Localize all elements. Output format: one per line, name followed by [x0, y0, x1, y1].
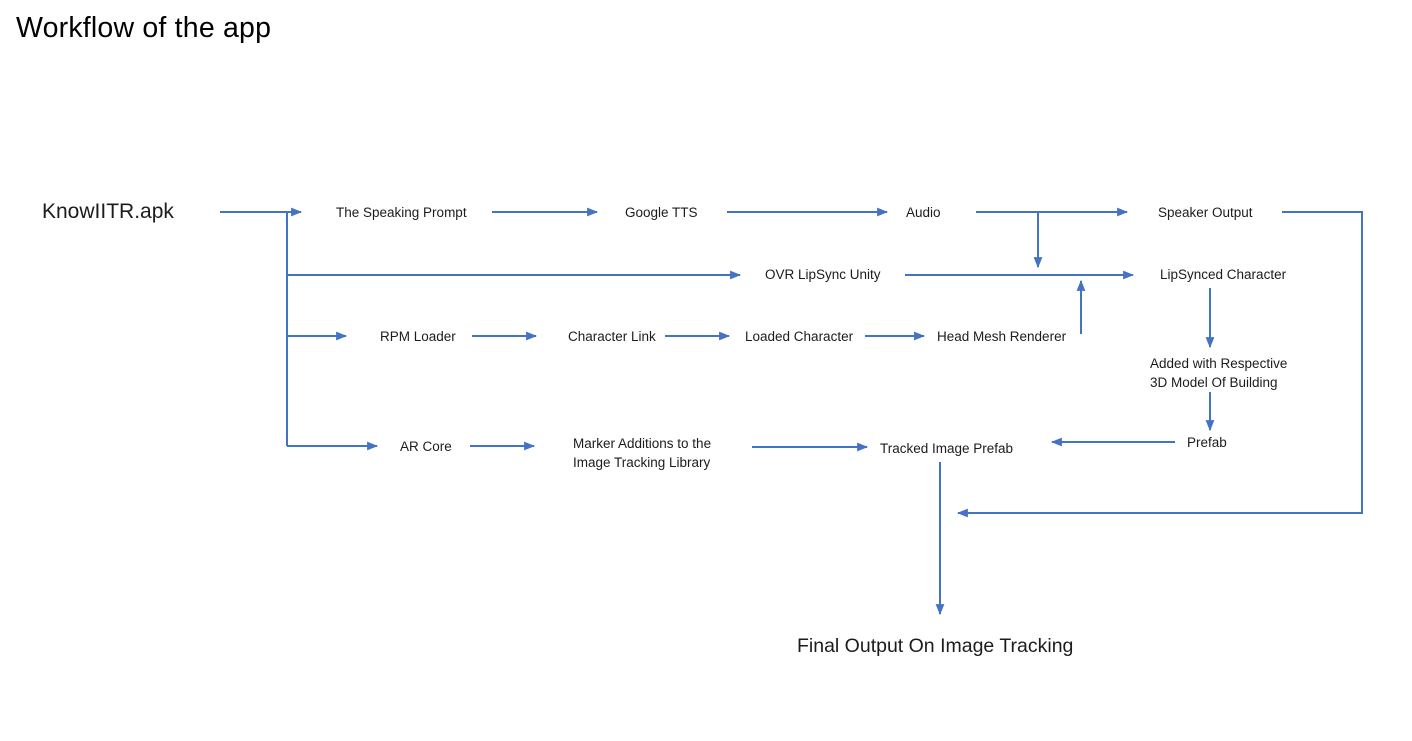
node-google-tts: Google TTS: [625, 205, 698, 220]
node-ovr-lipsync-unity: OVR LipSync Unity: [765, 267, 881, 282]
node-marker-additions: Marker Additions to the Image Tracking L…: [573, 434, 711, 472]
node-lipsynced-character: LipSynced Character: [1160, 267, 1287, 282]
node-added-3d-model-line1: Added with Respective: [1150, 356, 1288, 371]
node-character-link: Character Link: [568, 329, 656, 344]
node-ar-core: AR Core: [400, 439, 452, 454]
node-audio: Audio: [906, 205, 941, 220]
node-tracked-image-prefab: Tracked Image Prefab: [880, 441, 1014, 456]
node-marker-additions-line1: Marker Additions to the: [573, 436, 712, 451]
node-speaking-prompt: The Speaking Prompt: [336, 205, 467, 220]
connector-speaker-loop: [956, 211, 1363, 518]
node-prefab: Prefab: [1187, 435, 1227, 450]
node-speaker-output: Speaker Output: [1158, 205, 1253, 220]
node-rpm-loader: RPM Loader: [380, 329, 456, 344]
page-title: Workflow of the app: [16, 12, 272, 44]
node-loaded-character: Loaded Character: [745, 329, 854, 344]
node-final-output: Final Output On Image Tracking: [797, 635, 1074, 657]
node-added-3d-model-line2: 3D Model Of Building: [1150, 375, 1278, 390]
node-head-mesh-renderer: Head Mesh Renderer: [937, 329, 1067, 344]
node-added-3d-model: Added with Respective 3D Model Of Buildi…: [1150, 354, 1287, 392]
node-knowiitr-apk: KnowIITR.apk: [42, 200, 174, 223]
node-marker-additions-line2: Image Tracking Library: [573, 455, 711, 470]
